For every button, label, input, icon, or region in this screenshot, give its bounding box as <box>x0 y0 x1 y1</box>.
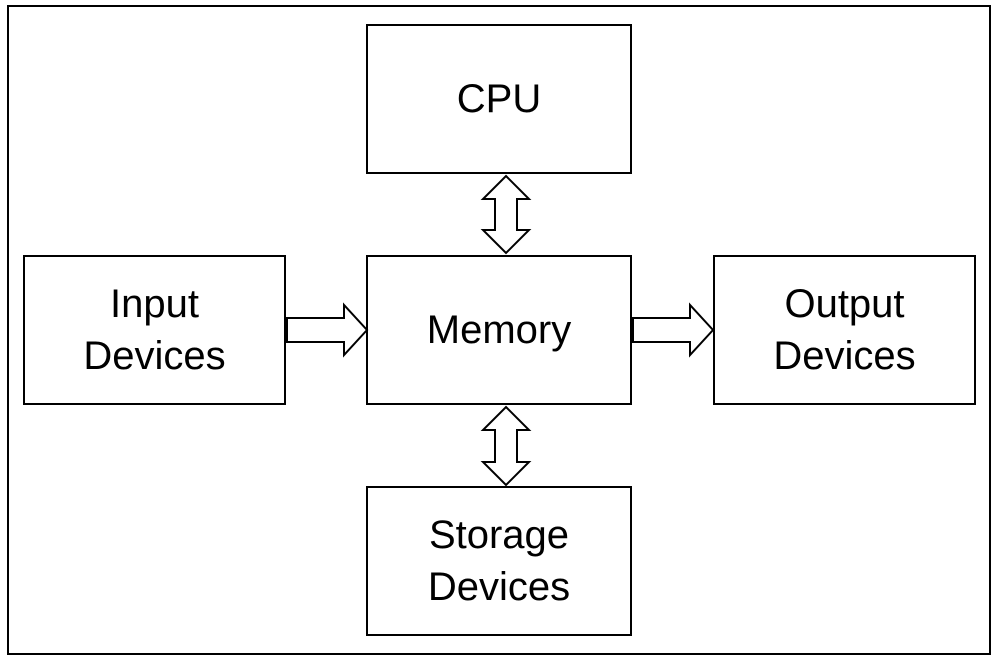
output-devices-box: Output Devices <box>713 255 976 405</box>
memory-output-arrow <box>632 302 715 358</box>
input-devices-label-line-1: Input <box>110 282 199 326</box>
storage-devices-label-line-1: Storage <box>428 513 570 557</box>
cpu-label: CPU <box>456 77 542 121</box>
output-devices-label-line-1: Output <box>784 282 905 326</box>
storage-devices-label-line-2: Devices <box>427 565 571 609</box>
memory-storage-arrow <box>480 405 532 487</box>
memory-label: Memory <box>426 308 572 352</box>
storage-devices-box: Storage Devices <box>366 486 632 636</box>
input-devices-label-line-2: Devices <box>83 334 226 378</box>
input-devices-box: Input Devices <box>23 255 286 405</box>
memory-box: Memory <box>366 255 632 405</box>
cpu-box: CPU <box>366 24 632 174</box>
input-memory-arrow <box>286 302 369 358</box>
output-devices-label-line-2: Devices <box>773 334 916 378</box>
cpu-memory-arrow <box>480 174 532 255</box>
